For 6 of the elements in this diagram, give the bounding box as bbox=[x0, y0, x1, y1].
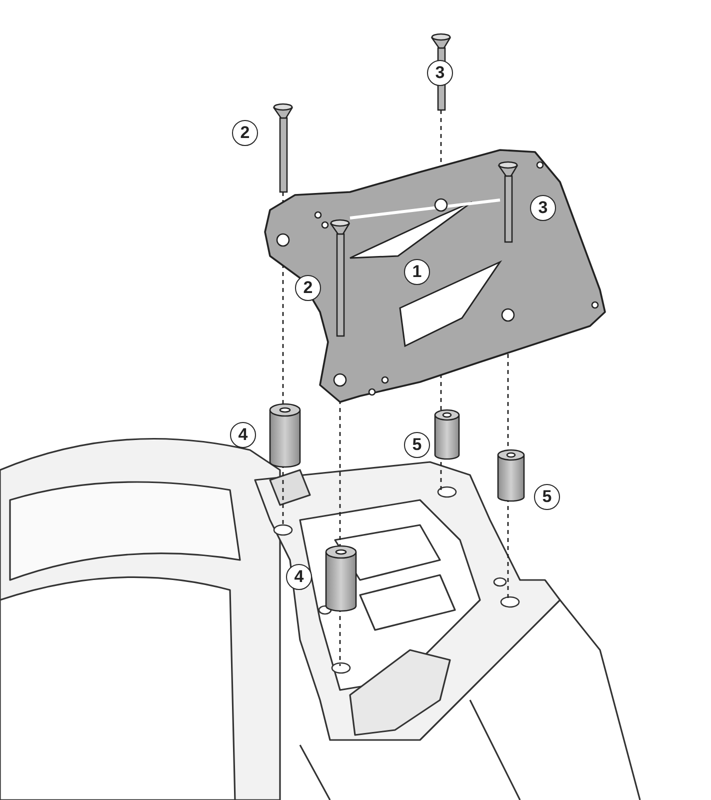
callout-number: 3 bbox=[427, 60, 453, 86]
callout-number: 5 bbox=[404, 432, 430, 458]
callout-number: 2 bbox=[232, 120, 258, 146]
callout-number: 4 bbox=[230, 422, 256, 448]
callout-number: 4 bbox=[286, 564, 312, 590]
callout-number: 5 bbox=[534, 484, 560, 510]
